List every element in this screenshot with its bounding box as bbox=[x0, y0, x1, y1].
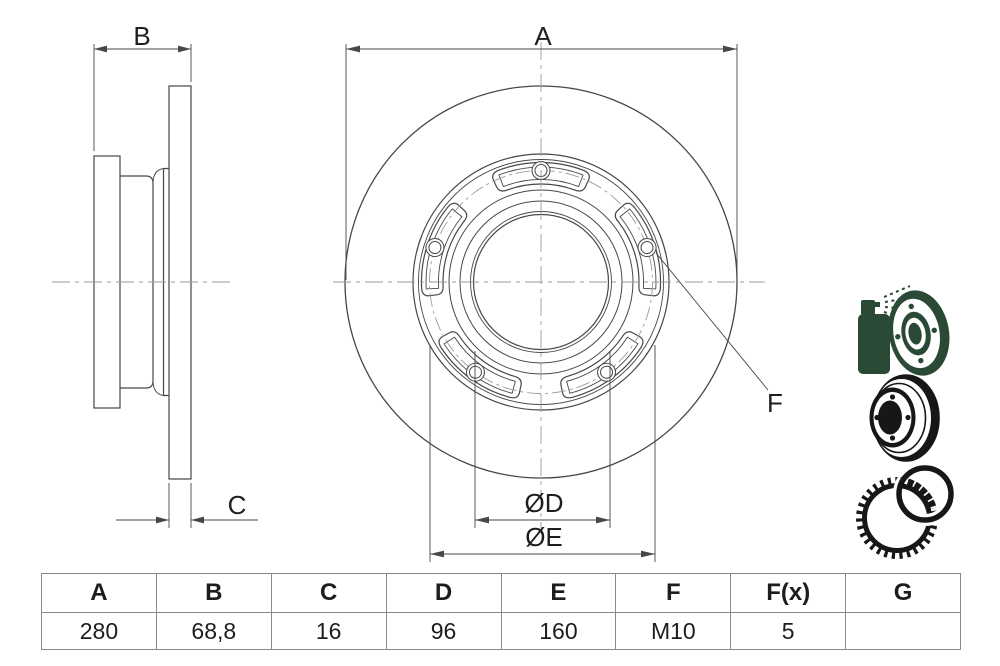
dimension-d bbox=[474, 351, 611, 528]
arrowhead bbox=[641, 550, 655, 558]
table-header-cell: C bbox=[270, 573, 387, 613]
dim-label-f: F bbox=[767, 388, 783, 418]
arrowhead bbox=[596, 516, 610, 524]
arrowhead bbox=[723, 45, 737, 53]
abs-sensor-ring-icon bbox=[856, 462, 957, 559]
table-header-cell: E bbox=[500, 573, 617, 613]
dim-label-b: B bbox=[133, 21, 150, 51]
table-value-cell bbox=[845, 612, 961, 650]
table-value-cell: M10 bbox=[615, 612, 732, 650]
dimension-spec-table: A B C D E F F(x) G 280 68,8 16 96 160 M1… bbox=[41, 573, 961, 650]
dim-label-c: C bbox=[228, 490, 247, 520]
spray-can-cap bbox=[861, 300, 875, 315]
spray-can-nozzle bbox=[873, 302, 880, 307]
brake-disc-icon bbox=[869, 374, 940, 462]
table-value-cell: 16 bbox=[270, 612, 387, 650]
dim-label-e: ØE bbox=[525, 522, 563, 552]
table-header-cell: F(x) bbox=[730, 573, 847, 613]
tone-ring-teeth-overlap bbox=[899, 477, 937, 510]
table-header-cell: D bbox=[385, 573, 502, 613]
arrowhead bbox=[178, 45, 191, 53]
arrowhead bbox=[156, 516, 169, 524]
hub-fillets bbox=[152, 168, 164, 396]
table-header-cell: F bbox=[615, 573, 732, 613]
front-view bbox=[333, 42, 765, 528]
dim-label-d: ØD bbox=[525, 488, 564, 518]
table-header-row: A B C D E F F(x) G bbox=[41, 573, 961, 613]
table-header-cell: B bbox=[155, 573, 272, 613]
dimension-b bbox=[93, 44, 192, 151]
bolt-circle-centerline bbox=[429, 170, 653, 394]
dim-label-a: A bbox=[534, 21, 552, 51]
spray-can-body bbox=[858, 314, 890, 374]
arrowhead bbox=[346, 45, 360, 53]
coated-disc bbox=[888, 290, 950, 376]
table-value-cell: 68,8 bbox=[155, 612, 272, 650]
disc-section-outline bbox=[168, 85, 192, 480]
leader-f bbox=[655, 252, 769, 391]
table-header-cell: A bbox=[41, 573, 157, 613]
side-view bbox=[52, 85, 230, 480]
table-value-row: 280 68,8 16 96 160 M10 5 bbox=[41, 612, 961, 650]
spray-coating-disc-icon bbox=[858, 285, 950, 376]
arrowhead bbox=[475, 516, 489, 524]
dimension-a bbox=[345, 44, 738, 280]
table-value-cell: 280 bbox=[41, 612, 157, 650]
table-header-cell: G bbox=[845, 573, 961, 613]
table-value-cell: 5 bbox=[730, 612, 847, 650]
table-value-cell: 96 bbox=[385, 612, 502, 650]
arrowhead bbox=[191, 516, 204, 524]
arrowhead bbox=[430, 550, 444, 558]
table-value-cell: 160 bbox=[500, 612, 617, 650]
plain-ring bbox=[896, 465, 954, 523]
dimension-e bbox=[429, 345, 656, 562]
arrowhead bbox=[94, 45, 107, 53]
dimension-c bbox=[116, 483, 258, 528]
tone-ring-body-overlap bbox=[899, 483, 931, 511]
